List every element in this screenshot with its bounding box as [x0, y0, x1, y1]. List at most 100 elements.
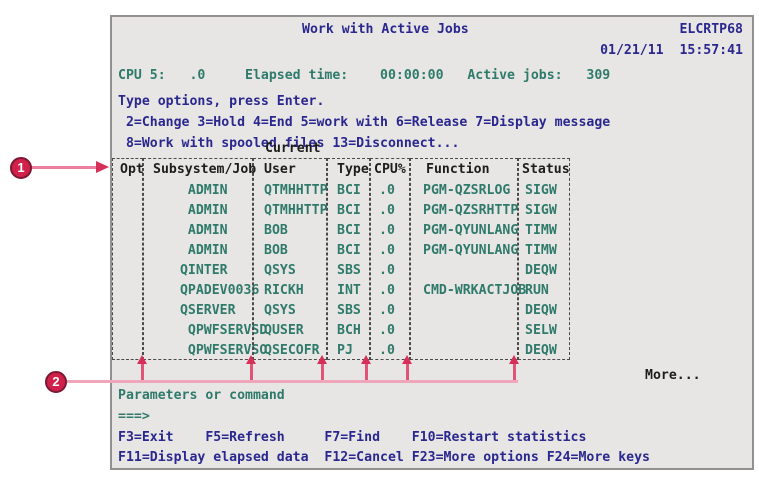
instruction-line-3: 8=Work with spooled files 13=Disconnect.… [118, 136, 460, 151]
status-cell: TIMW [525, 223, 557, 238]
callout-1-line [31, 166, 97, 169]
function-cell [411, 261, 517, 281]
function-cell: PGM-QYUNLANG [423, 243, 519, 258]
callout-2-arrow-icon [250, 364, 253, 380]
job-cell: QSERVER [172, 303, 236, 318]
column-cpu: CPU% .0 .0 .0 .0 .0 .0 .0 .0 .0 [370, 158, 410, 360]
cpu-cell: .0 [379, 243, 395, 258]
column-header-status: Status [522, 162, 570, 177]
opt-cell[interactable] [113, 321, 142, 341]
column-user: User QTMHHTTP QTMHHTTP BOB BOB QSYS RICK… [253, 158, 328, 360]
user-cell: QTMHHTTP [264, 203, 328, 218]
cpu-cell: .0 [379, 183, 395, 198]
user-cell: RICKH [264, 283, 304, 298]
instruction-line-2: 2=Change 3=Hold 4=End 5=work with 6=Rele… [118, 115, 611, 130]
column-header-type: Type [337, 162, 369, 177]
status-cell: SIGW [525, 203, 557, 218]
column-status: Status SIGW SIGW TIMW TIMW DEQW RUN DEQW… [518, 158, 570, 360]
opt-cell[interactable] [113, 201, 142, 221]
job-cell: QPWFSERVSD [172, 323, 268, 338]
column-function: Function PGM-QZSRLOG PGM-QZSRHTTP PGM-QY… [410, 158, 526, 361]
callout-1-arrow-icon [96, 161, 109, 173]
job-cell: QPADEV0036 [172, 283, 260, 298]
callout-2-arrow-icon [513, 364, 516, 380]
callout-2-marker: 2 [45, 371, 67, 393]
callout-2-arrow-icon [365, 364, 368, 380]
callout-2-line [66, 380, 518, 383]
cpu-cell: .0 [379, 283, 395, 298]
user-cell: QTMHHTTP [264, 183, 328, 198]
user-cell: QSYS [264, 263, 296, 278]
column-type: Type BCI BCI BCI BCI SBS INT SBS BCH PJ [327, 158, 370, 360]
status-cell: DEQW [525, 343, 557, 358]
cpu-cell: .0 [379, 263, 395, 278]
callout-2-arrow-icon [321, 364, 324, 380]
column-header-cpu: CPU% [374, 162, 406, 177]
type-cell: SBS [337, 303, 361, 318]
status-cell: RUN [525, 283, 549, 298]
column-header-opt: Opt [120, 162, 144, 177]
type-cell: BCI [337, 223, 361, 238]
callout-2-arrow-icon [402, 355, 412, 364]
status-cell: TIMW [525, 243, 557, 258]
job-cell: ADMIN [172, 183, 228, 198]
function-cell: PGM-QZSRLOG [423, 183, 511, 198]
status-cell: SIGW [525, 183, 557, 198]
datetime-stamp: 01/21/11 15:57:41 [600, 43, 743, 58]
cpu-cell: .0 [379, 203, 395, 218]
job-cell: ADMIN [172, 243, 228, 258]
function-cell [411, 321, 517, 341]
opt-cell[interactable] [113, 181, 142, 201]
cpu-cell: .0 [379, 323, 395, 338]
column-header-subsystem-job: Subsystem/Job [153, 162, 257, 177]
opt-cell[interactable] [113, 281, 142, 301]
callout-2-arrow-icon [137, 355, 147, 364]
status-cell: DEQW [525, 303, 557, 318]
function-keys-line-1: F3=Exit F5=Refresh F7=Find F10=Restart s… [118, 430, 587, 445]
opt-cell[interactable] [113, 241, 142, 261]
user-cell: QUSER [264, 323, 304, 338]
parameters-label: Parameters or command [118, 388, 285, 403]
system-name: ELCRTP68 [679, 22, 743, 37]
user-cell: BOB [264, 223, 288, 238]
function-cell [411, 301, 517, 321]
cpu-cell: .0 [379, 343, 395, 358]
column-subsystem-job: Subsystem/Job ADMIN ADMIN ADMIN ADMIN QI… [143, 158, 268, 360]
screen-title: Work with Active Jobs [302, 22, 469, 37]
callout-1-marker: 1 [10, 157, 32, 179]
type-cell: PJ [337, 343, 353, 358]
cpu-cell: .0 [379, 303, 395, 318]
jobs-table: Opt Subsystem/Job ADMIN ADMIN ADMIN ADMI… [112, 158, 570, 360]
type-cell: BCI [337, 183, 361, 198]
opt-cell[interactable] [113, 301, 142, 321]
type-cell: BCI [337, 243, 361, 258]
job-cell: QPWFSERVSO [172, 343, 268, 358]
instruction-line-1: Type options, press Enter. [118, 94, 325, 109]
user-cell: QSYS [264, 303, 296, 318]
column-opt: Opt [112, 158, 144, 360]
terminal-screen: Work with Active Jobs ELCRTP68 01/21/11 … [110, 15, 754, 470]
callout-2-arrow-icon [246, 355, 256, 364]
callout-2-arrow-icon [141, 364, 144, 380]
callout-2-arrow-icon [361, 355, 371, 364]
function-cell: PGM-QYUNLANG [423, 223, 519, 238]
status-cell: DEQW [525, 263, 557, 278]
type-cell: SBS [337, 263, 361, 278]
opt-cell[interactable] [113, 261, 142, 281]
column-header-user: User [264, 162, 296, 177]
cpu-status-line: CPU 5: .0 Elapsed time: 00:00:00 Active … [118, 68, 611, 83]
function-cell: PGM-QZSRHTTP [423, 203, 519, 218]
callout-2-arrow-icon [317, 355, 327, 364]
type-cell: BCH [337, 323, 361, 338]
command-prompt[interactable]: ===> [118, 409, 150, 424]
type-cell: BCI [337, 203, 361, 218]
job-cell: ADMIN [172, 223, 228, 238]
opt-cell[interactable] [113, 221, 142, 241]
more-indicator: More... [645, 368, 701, 383]
column-header-function: Function [426, 162, 490, 177]
function-keys-line-2: F11=Display elapsed data F12=Cancel F23=… [118, 450, 650, 465]
callout-2-arrow-icon [509, 355, 519, 364]
job-cell: ADMIN [172, 203, 228, 218]
function-cell [411, 341, 517, 361]
cpu-cell: .0 [379, 223, 395, 238]
